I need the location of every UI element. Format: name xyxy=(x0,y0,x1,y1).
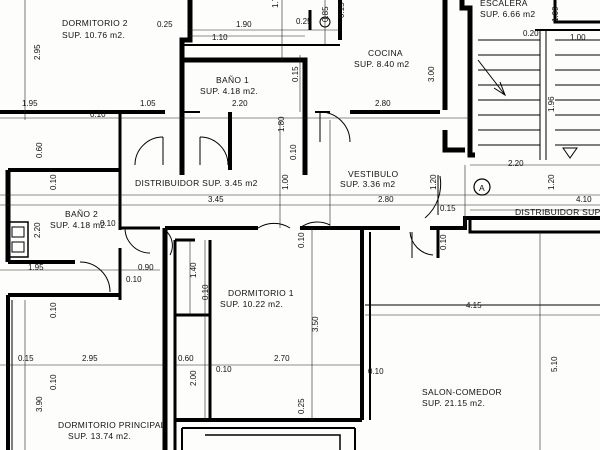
dim-label: 3.90 xyxy=(35,396,44,412)
dim-label: 0.10 xyxy=(126,275,142,284)
room-dormitorio-2-area: SUP. 10.76 m2. xyxy=(62,30,125,40)
dim-label: 0.10 xyxy=(368,367,384,376)
dim-label: 2.20 xyxy=(508,159,524,168)
dim-label: 4.10 xyxy=(576,195,592,204)
staircase xyxy=(477,30,600,160)
room-dormitorio-1-area: SUP. 10.22 m2. xyxy=(220,299,283,309)
dim-label: 0.10 xyxy=(90,110,106,119)
dim-label: 1.00 xyxy=(570,33,586,42)
dim-label: 1.10 xyxy=(212,33,228,42)
dim-label: 0.25 xyxy=(297,398,306,414)
dim-label: 0.90 xyxy=(138,263,154,272)
room-vestibulo-name: VESTIBULO xyxy=(348,169,398,179)
dim-label: 0.10 xyxy=(439,234,448,250)
dim-label: 1.80 xyxy=(277,116,286,132)
dim-label: 0.60 xyxy=(35,142,44,158)
dim-label: 2.80 xyxy=(378,195,394,204)
dim-label: 0.60 xyxy=(178,354,194,363)
fixtures xyxy=(7,10,331,258)
dim-label: 0.10 xyxy=(297,232,306,248)
room-bano-2-area: SUP. 4.18 m2 xyxy=(50,220,105,230)
room-salon-comedor-name: SALON-COMEDOR xyxy=(422,387,502,397)
dim-label: 1.05 xyxy=(140,99,156,108)
dim-label: 1.90 xyxy=(236,20,252,29)
dim-label: 0.10 xyxy=(201,284,210,300)
room-bano-2-name: BAÑO 2 xyxy=(65,209,98,219)
dim-label: 1.00 xyxy=(281,174,290,190)
section-marker-label: A xyxy=(479,183,485,193)
room-bano-1-area: SUP. 4.18 m2. xyxy=(200,86,258,96)
dim-label: 3.45 xyxy=(208,195,224,204)
dim-label: 0.25 xyxy=(296,17,312,26)
dim-label: 2.70 xyxy=(274,354,290,363)
dim-label: 0.15 xyxy=(440,204,456,213)
dim-label: 3.00 xyxy=(427,66,436,82)
dim-label: 4.15 xyxy=(466,301,482,310)
dim-label: 0.85 xyxy=(321,6,330,22)
room-dormitorio-principal-name: DORMITORIO PRINCIPAL xyxy=(58,420,166,430)
room-bano-1-name: BAÑO 1 xyxy=(216,75,249,85)
dim-label: 1.40 xyxy=(189,262,198,278)
dim-label: 2.95 xyxy=(82,354,98,363)
room-escalera-name: ESCALERA xyxy=(480,0,528,8)
dim-label: 0.10 xyxy=(49,374,58,390)
room-cocina-area: SUP. 8.40 m2 xyxy=(354,59,409,69)
dim-label: 2.00 xyxy=(189,370,198,386)
room-salon-comedor-area: SUP. 21.15 m2. xyxy=(422,398,485,408)
room-vestibulo-area: SUP. 3.36 m2 xyxy=(340,179,395,189)
dim-label: 0.10 xyxy=(289,144,298,160)
dim-label: 0.10 xyxy=(49,174,58,190)
dim-label: 0.10 xyxy=(216,365,232,374)
dim-label: 2.80 xyxy=(375,99,391,108)
dim-label: 1.20 xyxy=(429,174,438,190)
dim-label: 2.20 xyxy=(232,99,248,108)
section-marker: A xyxy=(473,178,491,196)
dim-label: 2.20 xyxy=(33,222,42,238)
dim-label: 1.95 xyxy=(28,263,44,272)
dim-label: 0.10 xyxy=(100,219,116,228)
door-swings xyxy=(79,111,442,293)
room-distribuidor-2-name: DISTRIBUIDOR SUP xyxy=(515,207,600,217)
dim-label: 1.20 xyxy=(547,174,556,190)
dim-label: 0.15 xyxy=(18,354,34,363)
dim-label: 1.7 xyxy=(271,0,280,8)
dim-label: 0.25 xyxy=(157,20,173,29)
room-distribuidor-1-name: DISTRIBUIDOR SUP. 3.45 m2 xyxy=(135,178,258,188)
dim-label: 0.10 xyxy=(49,302,58,318)
dim-label: 1.09 xyxy=(551,6,560,22)
room-cocina-name: COCINA xyxy=(368,48,403,58)
room-dormitorio-1-name: DORMITORIO 1 xyxy=(228,288,294,298)
dim-label: 1.96 xyxy=(547,96,556,112)
room-dormitorio-2-name: DORMITORIO 2 xyxy=(62,18,128,28)
dimension-labels: 0.25 1.90 1.10 0.25 1.7 0.85 0.15 2.95 0… xyxy=(18,0,592,414)
dim-label: 0.15 xyxy=(337,2,346,18)
dim-label: 0.20 xyxy=(523,29,539,38)
room-labels: DORMITORIO 2 SUP. 10.76 m2. BAÑO 1 SUP. … xyxy=(50,0,600,441)
room-escalera-area: SUP. 6.66 m2 xyxy=(480,9,535,19)
dim-label: 3.50 xyxy=(311,316,320,332)
dim-label: 1.95 xyxy=(22,99,38,108)
room-dormitorio-principal-area: SUP. 13.74 m2. xyxy=(68,431,131,441)
dim-label: 0.15 xyxy=(291,66,300,82)
dim-label: 5.10 xyxy=(550,356,559,372)
dim-label: 2.95 xyxy=(33,44,42,60)
